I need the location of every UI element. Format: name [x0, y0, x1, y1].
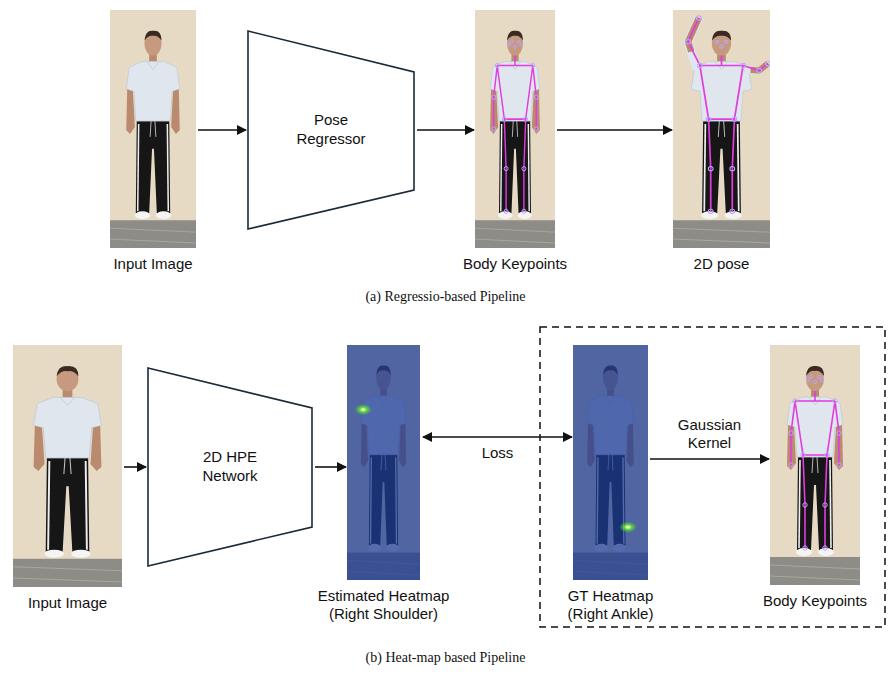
sub-caption: (a) Regressio-based Pipeline [0, 289, 891, 305]
heatmap-photo [347, 345, 420, 580]
flow-arrow [198, 129, 246, 131]
image-caption: Body Keypoints [745, 592, 885, 610]
dashed-group-box [540, 327, 885, 627]
flow-arrow [423, 436, 572, 438]
image-caption: Input Image [0, 594, 138, 612]
image-caption: 2D pose [652, 255, 792, 273]
keypoints-photo [770, 345, 860, 585]
flow-arrow [417, 129, 474, 131]
network-trapezoid: Pose Regressor [247, 30, 415, 230]
heatmap-node: GT Heatmap (Right Ankle) [573, 345, 648, 580]
heatmap-node: Estimated Heatmap (Right Shoulder) [347, 345, 420, 580]
flow-arrow [650, 458, 769, 460]
image-caption: Body Keypoints [445, 255, 585, 273]
trapezoid-shape [148, 368, 312, 566]
network-trapezoid: 2D HPE Network [147, 367, 313, 567]
heatmap-photo [573, 345, 648, 580]
flow-arrow [124, 466, 146, 468]
flow-arrow [557, 129, 672, 131]
image-node: Input Image [13, 345, 122, 587]
trapezoid-shape [248, 31, 414, 229]
input-photo [13, 345, 122, 587]
network-label: Pose Regressor [286, 111, 376, 149]
sub-caption: (b) Heat-map based Pipeline [0, 650, 891, 666]
flow-arrow [315, 466, 346, 468]
image-caption: Estimated Heatmap (Right Shoulder) [314, 587, 454, 623]
image-node: Input Image [110, 10, 196, 248]
pose-photo [673, 10, 770, 248]
image-node: 2D pose [673, 10, 770, 248]
image-node: Body Keypoints [475, 10, 555, 248]
edge-label: Loss [480, 444, 516, 462]
network-label: 2D HPE Network [185, 448, 275, 486]
image-node: Body Keypoints [770, 345, 860, 585]
image-caption: Input Image [83, 255, 223, 273]
image-caption: GT Heatmap (Right Ankle) [561, 587, 661, 623]
keypoints-photo [475, 10, 555, 248]
edge-label: Gaussian Kernel [668, 416, 752, 452]
input-photo [110, 10, 196, 248]
